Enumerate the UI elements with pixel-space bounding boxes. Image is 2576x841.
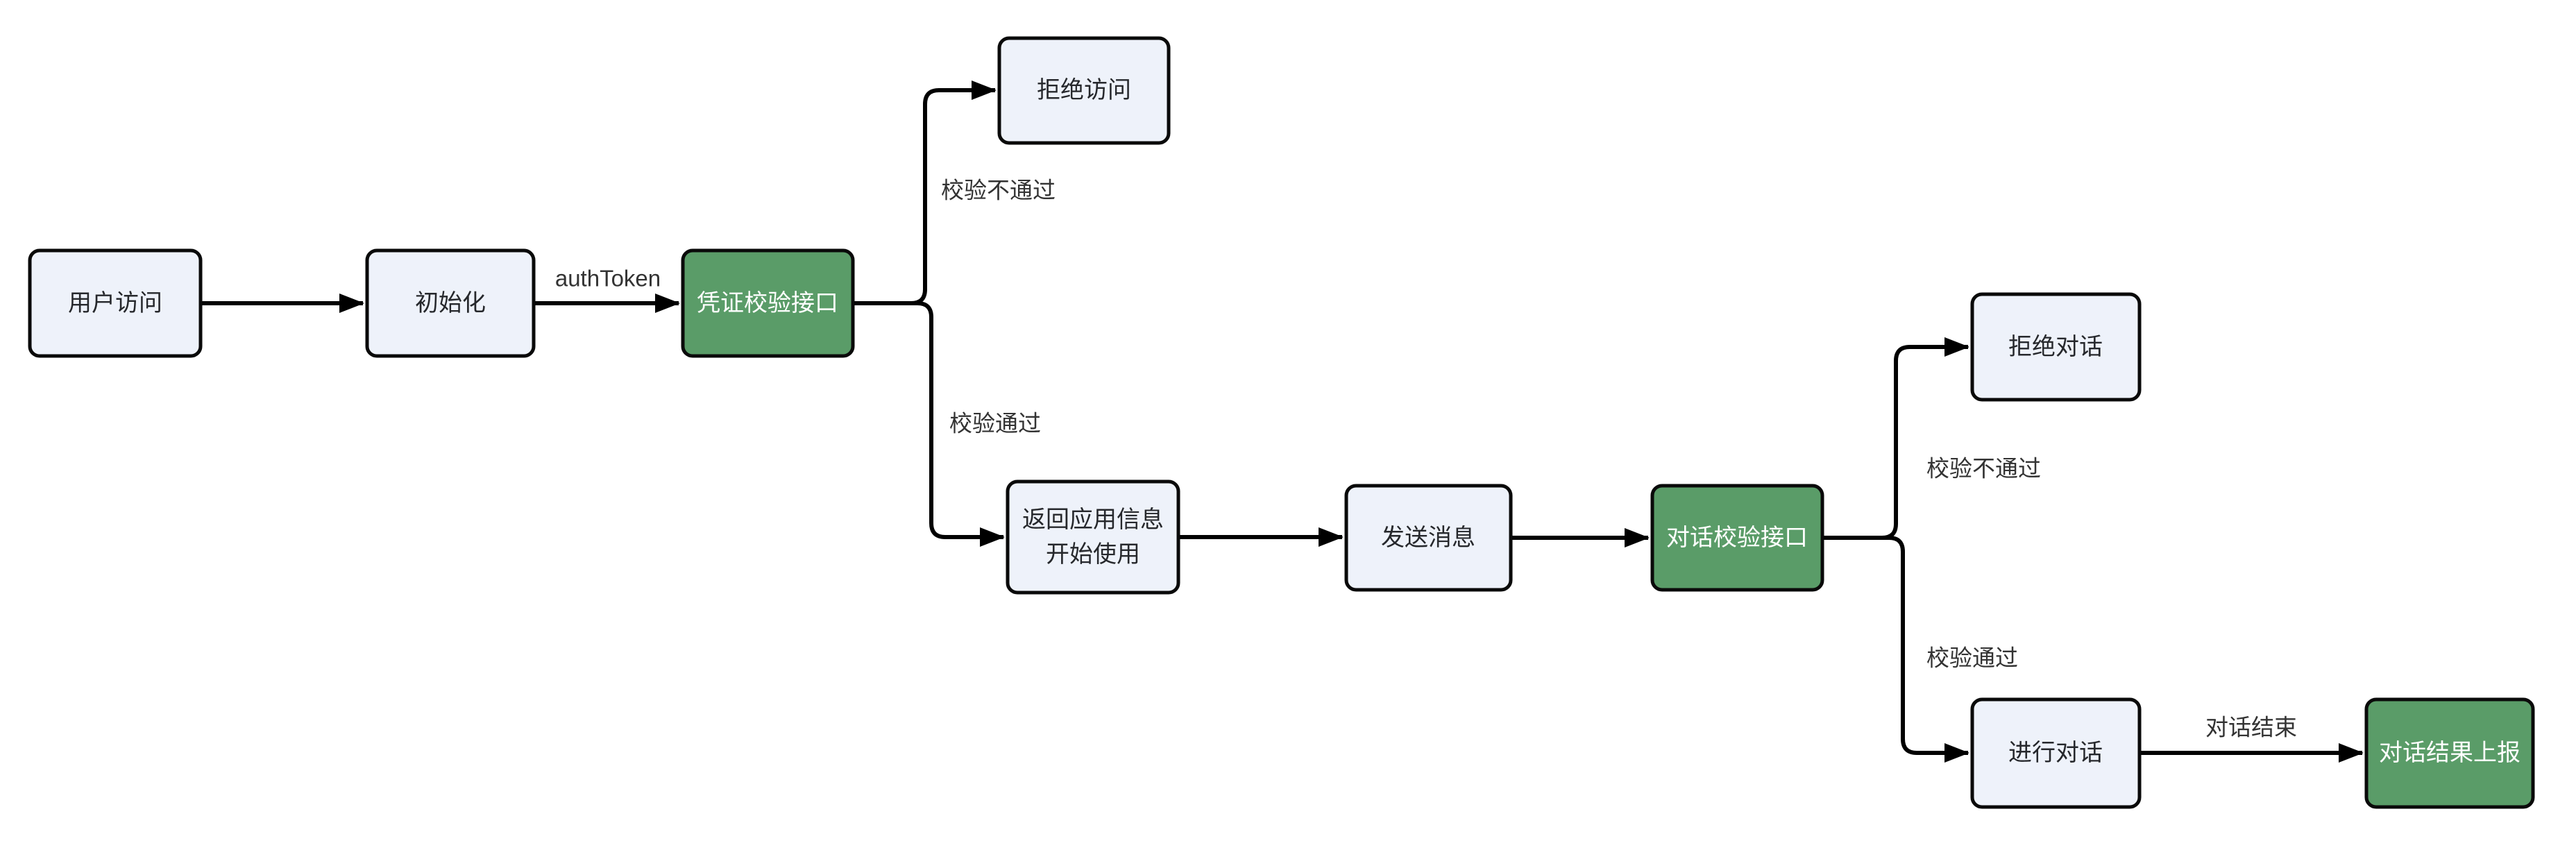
- edge-label-dialog-end: 对话结束: [2205, 715, 2297, 740]
- node-credential-check-shape: [681, 248, 855, 358]
- node-return-app-info-label-line2: 开始使用: [1046, 541, 1140, 568]
- edge-layer: [201, 80, 2364, 763]
- node-do-dialog-shape: [1970, 697, 2142, 809]
- node-deny-access-shape: [997, 36, 1171, 145]
- node-deny-access-label: 拒绝访问: [1037, 77, 1131, 103]
- node-user-access-label: 用户访问: [68, 290, 162, 316]
- node-return-app-info-label-line1: 返回应用信息: [1022, 507, 1164, 533]
- edge-dialog-check-to-deny-dialog: [1822, 337, 1969, 540]
- edge-label-credential-pass: 校验通过: [949, 411, 1041, 436]
- node-deny-dialog: 拒绝对话: [1970, 292, 2142, 402]
- edge-label-layer: authToken 校验不通过 校验通过 校验不通过 校验通过 对话结束: [555, 178, 2297, 740]
- edge-credential-check-to-return-app-info: [853, 301, 1005, 547]
- node-send-message-shape: [1344, 484, 1513, 592]
- node-init-shape: [365, 248, 536, 358]
- node-send-message-label: 发送消息: [1381, 525, 1475, 551]
- node-credential-check: 凭证校验接口: [681, 248, 855, 358]
- node-do-dialog: 进行对话: [1970, 697, 2142, 809]
- node-report-result-label: 对话结果上报: [2379, 740, 2520, 766]
- edge-dialog-check-to-do-dialog: [1822, 536, 1969, 763]
- node-return-app-info-shape: [1006, 479, 1180, 595]
- node-return-app-info: 返回应用信息 开始使用: [1006, 479, 1180, 595]
- node-dialog-check-shape: [1650, 484, 1824, 592]
- node-layer: 用户访问 初始化 凭证校验接口 拒绝访问 返回应用信息 开始使用 发送消息 对话…: [28, 36, 2535, 809]
- edge-label-credential-fail: 校验不通过: [941, 178, 1056, 203]
- edge-label-dialog-fail: 校验不通过: [1926, 456, 2041, 482]
- node-dialog-check-label: 对话校验接口: [1666, 525, 1808, 551]
- node-report-result: 对话结果上报: [2364, 697, 2535, 809]
- edge-label-dialog-pass: 校验通过: [1926, 645, 2018, 671]
- node-init-label: 初始化: [415, 290, 486, 316]
- node-credential-check-label: 凭证校验接口: [697, 290, 838, 316]
- node-user-access: 用户访问: [28, 248, 203, 358]
- node-user-access-shape: [28, 248, 203, 358]
- node-report-result-shape: [2364, 697, 2535, 809]
- edge-label-auth-token: authToken: [555, 266, 661, 291]
- node-deny-dialog-label: 拒绝对话: [2008, 334, 2103, 360]
- node-send-message: 发送消息: [1344, 484, 1513, 592]
- node-init: 初始化: [365, 248, 536, 358]
- node-deny-access: 拒绝访问: [997, 36, 1171, 145]
- node-dialog-check: 对话校验接口: [1650, 484, 1824, 592]
- node-do-dialog-label: 进行对话: [2008, 740, 2103, 766]
- node-deny-dialog-shape: [1970, 292, 2142, 402]
